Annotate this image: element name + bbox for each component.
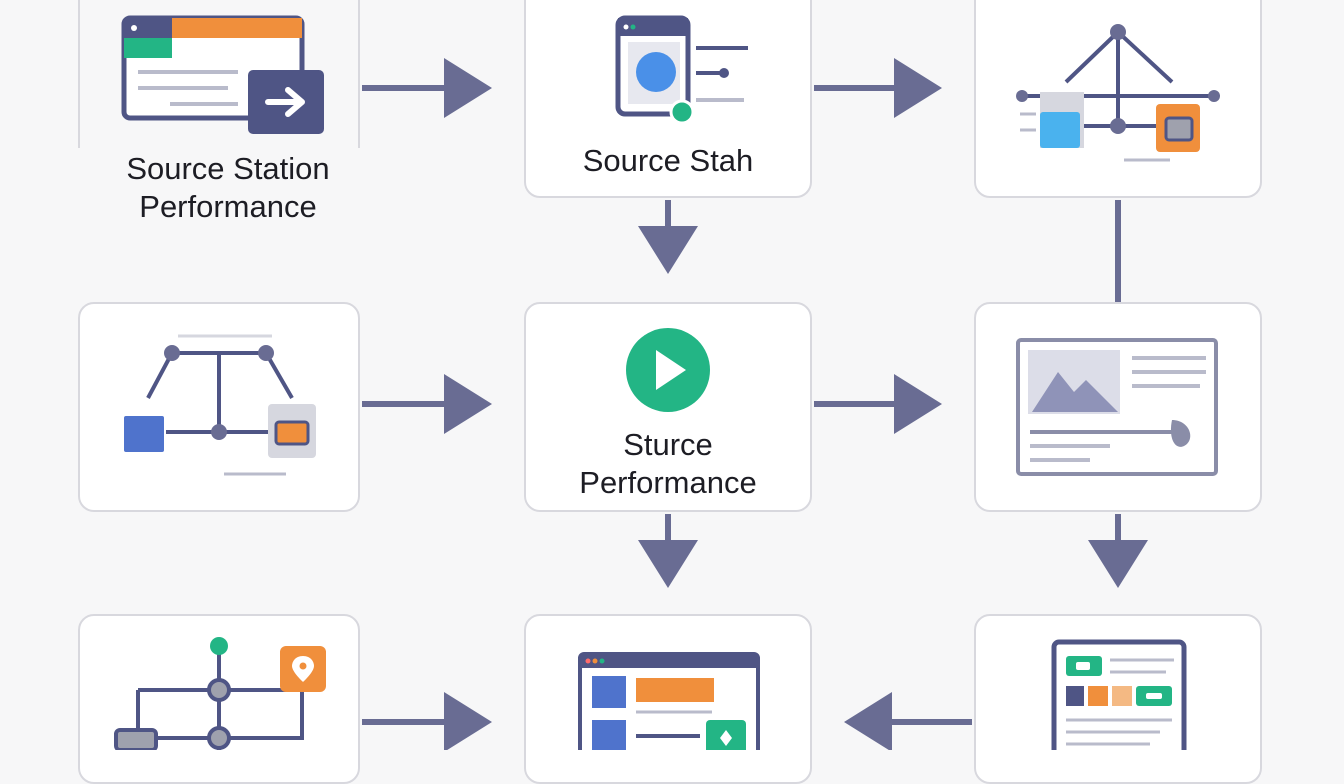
network-hierarchy-icon (1016, 24, 1220, 162)
node-top-left-label: Source Station Performance (126, 151, 330, 224)
node-connector-icon (124, 334, 316, 476)
play-button-icon (626, 328, 710, 412)
node-top-center-label: Source Stah (582, 143, 754, 178)
image-document-icon (1016, 338, 1218, 476)
connectors-layer (362, 58, 1148, 750)
browser-window-arrow-icon (121, 15, 324, 134)
node-top-left (78, 0, 360, 148)
flow-diagram: Source Station Performance Source Stah (78, 0, 1262, 784)
mobile-device-icon (615, 15, 748, 125)
location-pin-network-icon (114, 637, 326, 750)
tablet-dashboard-icon (1051, 639, 1187, 750)
node-mid-center-label: Sturce Performance (579, 427, 757, 500)
node-top-left-right-edge (78, 0, 360, 148)
browser-dashboard-icon (578, 652, 760, 750)
